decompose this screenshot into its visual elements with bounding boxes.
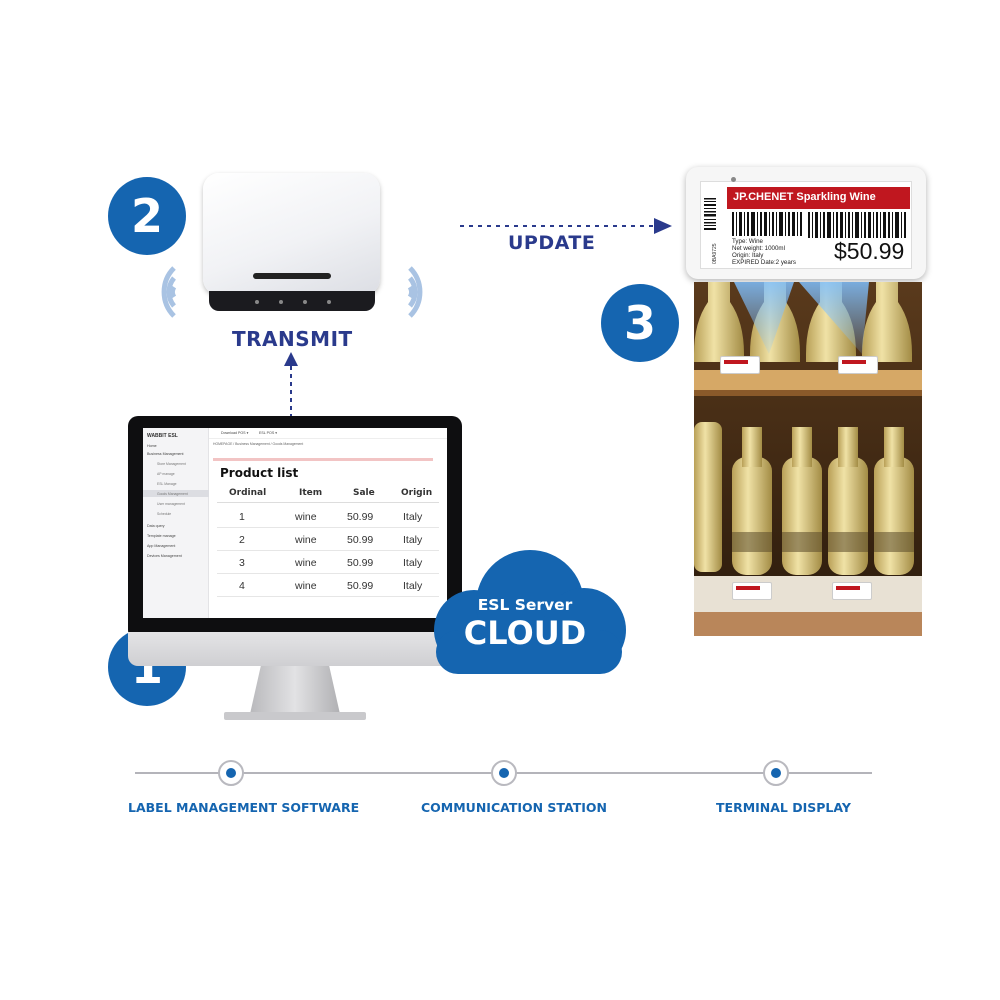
cell-sale: 50.99 <box>347 557 374 569</box>
notice-bar <box>213 458 433 461</box>
cell-sale: 50.99 <box>347 534 374 546</box>
sidebar-item-app[interactable]: App Management <box>147 544 176 548</box>
table-header: Ordinal Item Sale Origin <box>217 483 439 503</box>
sidebar-subitem-schedule[interactable]: Schedule <box>157 512 172 516</box>
side-barcode-icon <box>704 198 716 230</box>
table-row[interactable]: 1 wine 50.99 Italy <box>217 505 439 528</box>
cell-item: wine <box>295 534 317 546</box>
cell-item: wine <box>295 511 317 523</box>
sidebar-item-devices[interactable]: Devices Management <box>147 554 182 558</box>
tag-origin: Origin: Italy <box>732 252 764 259</box>
cell-origin: Italy <box>403 511 423 523</box>
update-caption: UPDATE <box>508 232 596 254</box>
sidebar-subitem-esl[interactable]: ESL Manage <box>157 482 177 486</box>
cell-item: wine <box>295 557 317 569</box>
shelf-tag <box>838 356 878 374</box>
timeline-dot <box>763 760 789 786</box>
sidebar-subitem-user[interactable]: User management <box>157 502 185 506</box>
cell-item: wine <box>295 580 317 592</box>
sidebar: WABBIT ESL Home Business Management Stor… <box>143 428 209 618</box>
cell-origin: Italy <box>403 534 423 546</box>
sidebar-subitem-goods[interactable]: Goods Management <box>157 492 188 496</box>
timeline-label-software: LABEL MANAGEMENT SOFTWARE <box>128 800 360 815</box>
signal-left-icon <box>161 266 177 318</box>
tag-expiry: EXPIRED Date:2 years <box>732 259 796 266</box>
sidebar-item-template[interactable]: Template manage <box>147 534 176 538</box>
software-logo: WABBIT ESL <box>147 433 178 439</box>
shelf-tag <box>732 582 772 600</box>
sidebar-item-business[interactable]: Business Management <box>147 452 184 456</box>
cell-origin: Italy <box>403 580 423 592</box>
barcode-left-icon <box>732 212 802 236</box>
transmit-caption: TRANSMIT <box>232 327 353 351</box>
col-origin: Origin <box>401 488 433 498</box>
cloud-title: CLOUD <box>463 614 587 652</box>
step-2-badge: 2 <box>108 177 186 255</box>
download-pos-menu[interactable]: Download POS ▾ <box>221 431 249 435</box>
cell-sale: 50.99 <box>347 580 374 592</box>
update-arrow <box>460 218 672 234</box>
sidebar-subitem-store[interactable]: Store Management <box>157 462 186 466</box>
shelf-photo <box>694 282 922 636</box>
shelf-tag <box>832 582 872 600</box>
signal-right-icon <box>407 266 423 318</box>
monitor-chin <box>128 632 462 666</box>
breadcrumb: HOMEPAGE / Business Management / Goods M… <box>213 442 304 446</box>
tag-led <box>731 177 736 182</box>
timeline-label-display: TERMINAL DISPLAY <box>716 800 851 815</box>
tag-price: $50.99 <box>834 238 905 264</box>
col-sale: Sale <box>353 488 375 498</box>
timeline-dot <box>491 760 517 786</box>
cell-ordinal: 3 <box>239 557 245 569</box>
cell-ordinal: 1 <box>239 511 245 523</box>
tag-title-banner <box>727 187 910 209</box>
tag-net-weight: Net weight: 1000ml <box>732 245 785 252</box>
transmit-arrow <box>284 352 298 418</box>
shelf-tag <box>720 356 760 374</box>
barcode-icon <box>808 212 906 238</box>
tag-side-code: 0BA9725 <box>712 243 718 264</box>
cell-ordinal: 2 <box>239 534 245 546</box>
cell-sale: 50.99 <box>347 511 374 523</box>
software-screen: WABBIT ESL Home Business Management Stor… <box>143 428 447 618</box>
esl-pos-menu[interactable]: ESL POS ▾ <box>259 431 278 435</box>
monitor-foot <box>224 712 366 720</box>
timeline-label-station: COMMUNICATION STATION <box>421 800 607 815</box>
sidebar-subitem-ap[interactable]: AP manage <box>157 472 175 476</box>
sidebar-item-home[interactable]: Home <box>147 444 157 448</box>
table-row[interactable]: 2 wine 50.99 Italy <box>217 528 439 551</box>
cloud-subtitle: ESL Server <box>477 596 573 614</box>
cloud-icon <box>434 550 626 674</box>
wine-bottles-image <box>694 282 922 636</box>
timeline-dot <box>218 760 244 786</box>
col-ordinal: Ordinal <box>229 488 267 498</box>
tag-type: Type: Wine <box>732 238 763 245</box>
monitor-stand <box>250 666 340 714</box>
table-row[interactable]: 3 wine 50.99 Italy <box>217 551 439 574</box>
cell-origin: Italy <box>403 557 423 569</box>
top-bar: Download POS ▾ ESL POS ▾ <box>209 428 447 439</box>
col-item: Item <box>299 488 323 498</box>
tag-product-name: JP.CHENET Sparkling Wine <box>733 191 876 203</box>
communication-station-device <box>203 173 380 313</box>
step-3-badge: 3 <box>601 284 679 362</box>
cell-ordinal: 4 <box>239 580 245 592</box>
product-list-title: Product list <box>220 466 299 480</box>
table-row[interactable]: 4 wine 50.99 Italy <box>217 574 439 597</box>
sidebar-item-data[interactable]: Data query <box>147 524 165 528</box>
